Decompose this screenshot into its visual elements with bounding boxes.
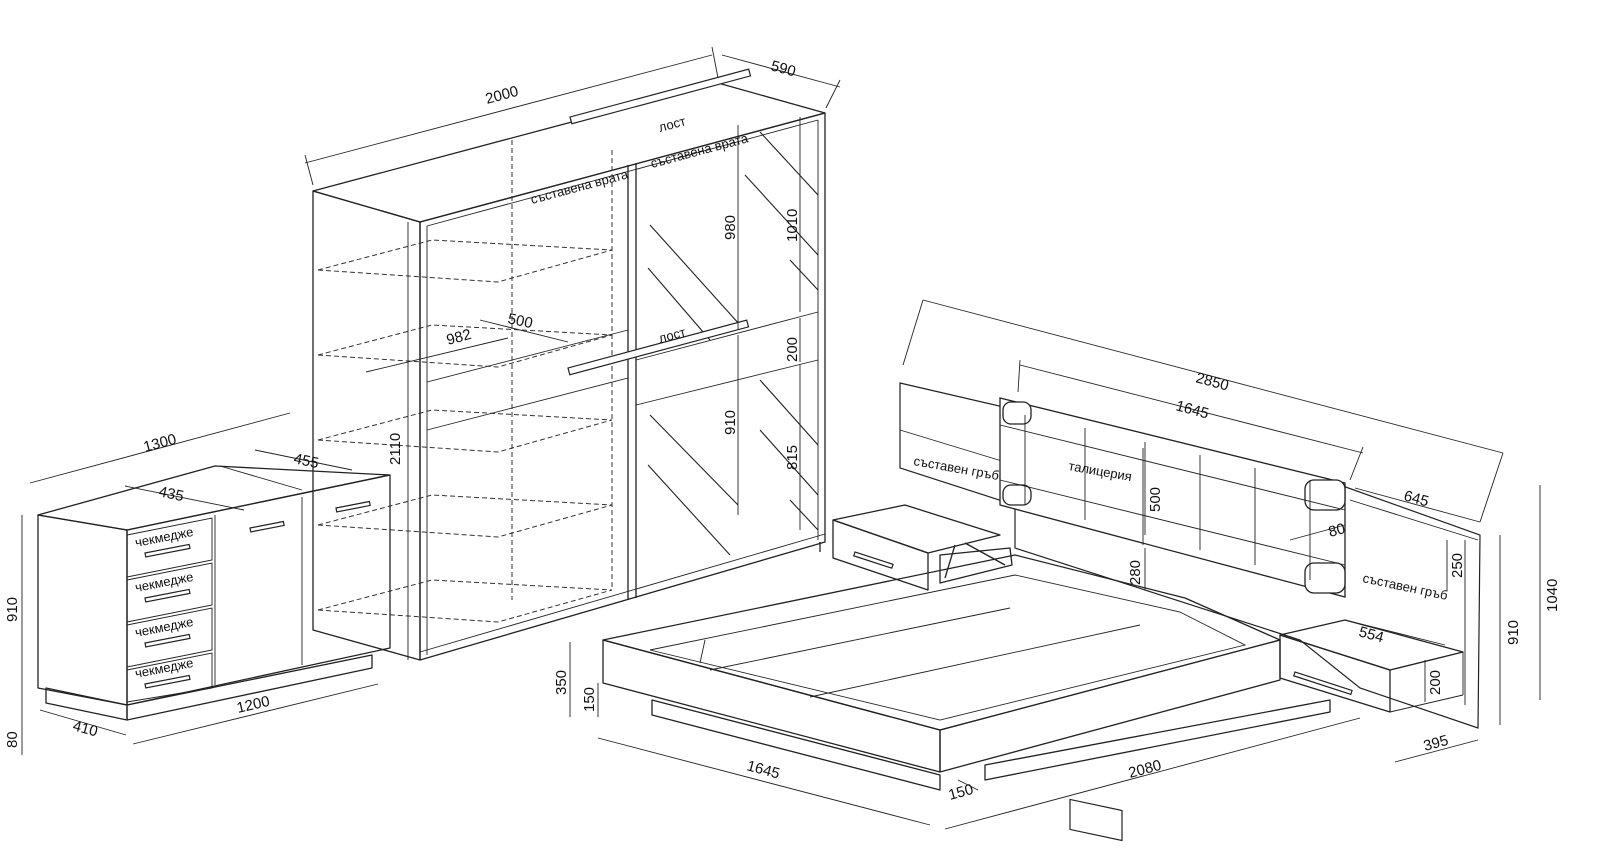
dim-pad-depth: 80 — [1327, 520, 1348, 541]
dim-side-height: 910 — [1505, 620, 1522, 645]
dim-section-a: 435 — [157, 483, 185, 505]
bed-frame-foot — [939, 639, 1281, 773]
bed: 2850 1645 645 500 280 80 250 1040 910 55… — [553, 299, 1561, 842]
dim-shelf-depth: 500 — [506, 310, 534, 332]
label-door-right: съставена врата — [649, 130, 751, 171]
internal-shelves — [317, 140, 613, 623]
dim-nightstand-height: 200 — [1427, 670, 1444, 695]
drawers — [126, 500, 371, 703]
dim-bed-plinth: 150 — [947, 781, 976, 804]
mirror-hatching — [647, 131, 819, 556]
dim-section-b: 455 — [292, 450, 320, 472]
dim-side-panel: 645 — [1402, 487, 1431, 510]
dim-top-band: 250 — [1449, 553, 1466, 578]
dim-upper-panel: 1010 — [784, 209, 801, 242]
dim-dresser-width: 1300 — [142, 431, 179, 456]
dim-bed-length: 2080 — [1127, 757, 1164, 782]
dim-dresser-plinth: 80 — [4, 731, 21, 748]
dim-mattress-width: 1645 — [745, 757, 782, 782]
dim-shelf-width: 982 — [445, 326, 474, 349]
hanging-rods — [567, 68, 752, 376]
dim-frame-height: 350 — [553, 670, 570, 695]
dim-nightstand-width: 395 — [1422, 732, 1451, 755]
dim-headboard-height: 1040 — [1544, 579, 1561, 612]
dim-dresser-depth: 410 — [71, 717, 100, 740]
wardrobe-top — [312, 82, 826, 223]
dim-wardrobe-depth: 590 — [769, 57, 798, 80]
wardrobe: 2000 590 2110 980 1010 200 910 815 982 5… — [304, 46, 841, 661]
dim-upper-mirror: 980 — [722, 215, 739, 240]
dim-nightstand-depth: 554 — [1357, 623, 1386, 646]
wardrobe-side — [312, 190, 421, 661]
dim-lift-height: 280 — [1127, 560, 1144, 585]
dim-headboard-width: 1645 — [1174, 397, 1211, 422]
label-door-left: съставена врата — [529, 166, 631, 207]
dim-dresser-height: 910 — [4, 597, 21, 622]
dim-lower-panel: 815 — [784, 445, 801, 470]
dim-bed-total-width: 2850 — [1194, 369, 1231, 394]
dim-lower-mirror: 910 — [722, 410, 739, 435]
dim-wardrobe-width: 2000 — [484, 83, 521, 108]
label-rod-top: лост — [657, 113, 687, 135]
dim-wardrobe-height: 2110 — [387, 433, 404, 465]
upholstered-headboard — [999, 397, 1346, 598]
lift-mechanism — [939, 542, 1123, 842]
nightstand-left-front — [832, 519, 929, 591]
dim-pad-height: 500 — [1147, 487, 1164, 512]
wardrobe-front — [419, 112, 826, 661]
dim-frame-base: 150 — [581, 687, 598, 712]
dresser-side — [37, 514, 128, 706]
dim-middle-panel: 200 — [784, 337, 801, 362]
label-rod-middle: лост — [657, 324, 687, 346]
dresser: 1300 435 455 910 80 410 1200 чекмедже че… — [4, 412, 391, 755]
